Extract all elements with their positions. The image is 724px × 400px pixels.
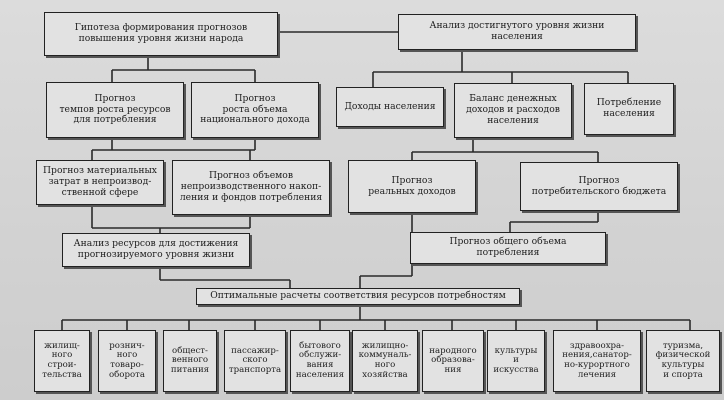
bottom-housing-box: жилищ- ного строи- тельства xyxy=(34,330,90,392)
bottom-tourism-box: туризма, физической культуры и спорта xyxy=(646,330,720,392)
forecast-material-costs-box: Прогноз материальных затрат в непроизвод… xyxy=(36,160,164,205)
forecast-consumer-budget-box: Прогноз потребительского бюджета xyxy=(520,162,678,211)
forecast-national-income-box: Прогноз роста объема национального доход… xyxy=(191,82,319,138)
bottom-catering-box: общест- венного питания xyxy=(163,330,217,392)
balance-box: Баланс денежных доходов и расходов насел… xyxy=(454,83,572,138)
forecast-real-income-box: Прогноз реальных доходов xyxy=(348,160,476,213)
forecast-nonproductive-box: Прогноз объемов непроизводственного нако… xyxy=(172,160,330,215)
bottom-transport-box: пассажир- ского транспорта xyxy=(224,330,286,392)
optimal-calculations-box: Оптимальные расчеты соответствия ресурсо… xyxy=(196,288,520,305)
income-box: Доходы населения xyxy=(336,87,444,127)
forecast-total-consumption-box: Прогноз общего объема потребления xyxy=(410,232,606,264)
analysis-level-box: Анализ достигнутого уровня жизни населен… xyxy=(398,14,636,50)
consumption-box: Потребление населения xyxy=(584,83,674,135)
bottom-culture-box: культуры и искусства xyxy=(487,330,545,392)
hypothesis-box: Гипотеза формирования прогнозов повышени… xyxy=(44,12,278,56)
bottom-services-box: бытового обслужи- вания населения xyxy=(290,330,350,392)
bottom-health-box: здравоохра- нения,санатор- но-курортного… xyxy=(553,330,641,392)
analysis-resources-box: Анализ ресурсов для достижения прогнозир… xyxy=(62,233,250,267)
bottom-education-box: народного образова- ния xyxy=(422,330,484,392)
forecast-resources-growth-box: Прогноз темпов роста ресурсов для потреб… xyxy=(46,82,184,138)
bottom-utilities-box: жилищно- коммуналь- ного хозяйства xyxy=(352,330,418,392)
bottom-retail-box: рознич- ного товаро- оборота xyxy=(98,330,156,392)
